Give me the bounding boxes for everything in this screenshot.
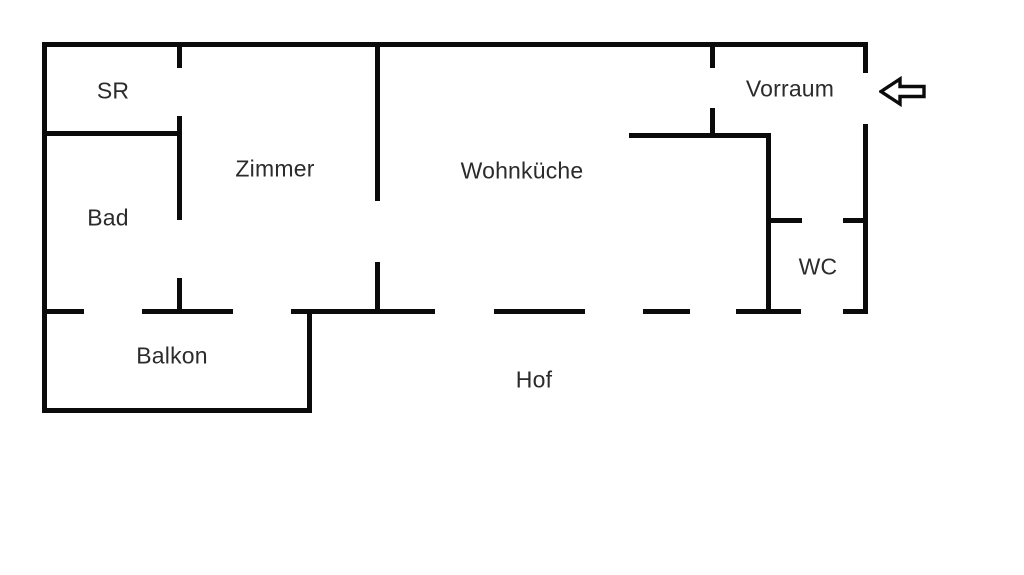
wall-wc-top-right bbox=[843, 218, 868, 223]
entrance-arrow-left-icon bbox=[879, 76, 926, 107]
room-label-hof: Hof bbox=[515, 366, 553, 393]
wall-left-exterior bbox=[42, 42, 47, 413]
wall-vorraum-stub-bottom bbox=[710, 108, 715, 138]
wall-vorraum-stub-top bbox=[710, 42, 715, 68]
wall-bottom-segment-2 bbox=[142, 309, 233, 314]
wall-sr-bad-divider bbox=[42, 131, 182, 136]
room-label-bad: Bad bbox=[87, 204, 129, 231]
room-label-sr: SR bbox=[96, 77, 130, 104]
wall-balkon-bottom bbox=[42, 408, 312, 413]
wall-bottom-segment-5 bbox=[643, 309, 690, 314]
room-label-wc: WC bbox=[798, 253, 838, 280]
wall-bottom-segment-6 bbox=[736, 309, 801, 314]
wall-wohnkueche-vorraum bbox=[629, 133, 771, 138]
room-label-zimmer: Zimmer bbox=[235, 155, 315, 182]
wall-wc-left bbox=[766, 133, 771, 314]
wall-zimmer-wohnkueche-top bbox=[375, 42, 380, 201]
wall-sr-zimmer-stub-top bbox=[177, 42, 182, 68]
wall-right-above-entrance bbox=[863, 42, 868, 73]
wall-zimmer-wohnkueche-bottom bbox=[375, 262, 380, 314]
wall-bottom-segment-3 bbox=[291, 309, 435, 314]
room-label-vorraum: Vorraum bbox=[745, 75, 835, 102]
wall-bad-zimmer-divider bbox=[177, 116, 182, 220]
wall-bottom-segment-7 bbox=[843, 309, 868, 314]
wall-balkon-right bbox=[307, 309, 312, 413]
wall-bottom-segment-4 bbox=[494, 309, 585, 314]
wall-top-exterior bbox=[42, 42, 868, 47]
wall-bottom-segment-1 bbox=[42, 309, 84, 314]
wall-wc-top-left bbox=[769, 218, 802, 223]
room-label-wohnkueche: Wohnküche bbox=[460, 157, 584, 184]
wall-bad-stub-bottom bbox=[177, 278, 182, 314]
room-label-balkon: Balkon bbox=[136, 342, 208, 369]
